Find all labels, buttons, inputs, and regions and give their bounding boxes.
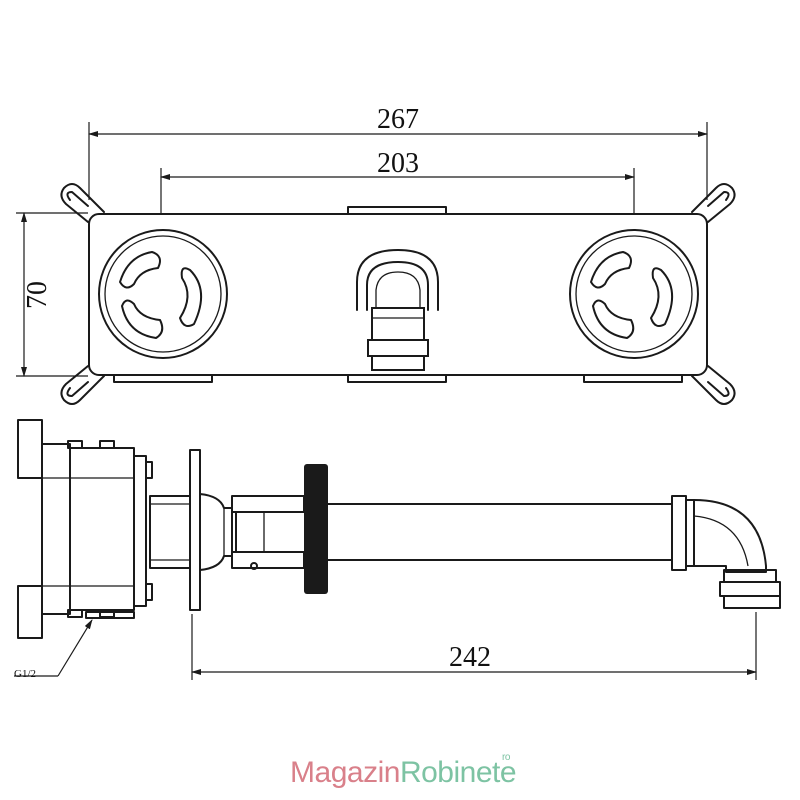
left-handle: [98, 229, 228, 359]
watermark-suffix: ro: [502, 752, 510, 763]
front-view: 267 203 70: [16, 104, 736, 405]
mounting-ears: [60, 183, 736, 405]
watermark-logo: MagazinRobinetero: [0, 752, 800, 790]
dimension-overall-width: 267: [88, 104, 708, 200]
side-view: 242 G1/2: [14, 419, 781, 680]
bottom-tab-left: [113, 374, 213, 383]
wall-plate-side: [189, 449, 201, 611]
thread-size-label: G1/2: [14, 668, 36, 680]
right-handle: [569, 229, 699, 359]
watermark-part2: Robinete: [399, 756, 517, 789]
bottom-tab-center: [347, 374, 447, 383]
watermark-part1: Magazin: [290, 756, 400, 789]
escutcheon: [199, 493, 233, 571]
dim-242-label: 242: [449, 642, 491, 673]
spout-pipe: [327, 495, 781, 609]
dimension-handle-spacing: 203: [160, 148, 635, 238]
dim-203-label: 203: [377, 148, 419, 179]
dimension-plate-height: 70: [16, 212, 88, 377]
dimension-spout-length: 242: [191, 612, 757, 680]
valve-body: [149, 495, 191, 569]
knurled-handle: [304, 464, 328, 594]
thread-leader: G1/2: [14, 619, 93, 680]
dim-70-label: 70: [22, 281, 53, 309]
spindle: [231, 495, 307, 570]
cover-plate: [88, 213, 708, 376]
bottom-tab-right: [583, 374, 683, 383]
dim-267-label: 267: [377, 104, 419, 135]
wall-box: [17, 419, 153, 639]
spout-front: [356, 249, 439, 371]
